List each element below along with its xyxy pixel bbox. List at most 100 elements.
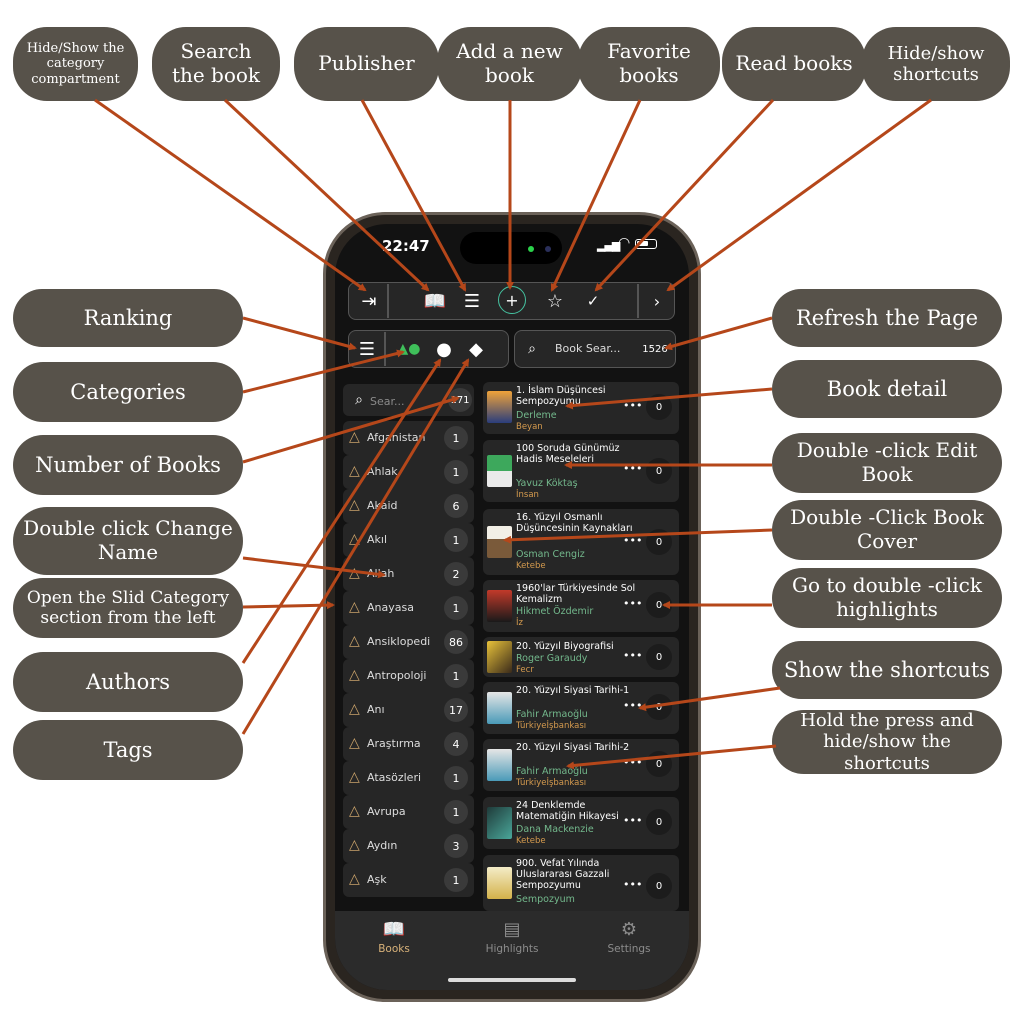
category-count: 1	[444, 868, 468, 892]
book-author: Hikmet Özdemir	[516, 606, 594, 617]
more-options-icon[interactable]: •••	[623, 649, 643, 662]
highlights-count-button[interactable]: 0	[646, 694, 672, 720]
highlights-count-button[interactable]: 0	[646, 751, 672, 777]
tab-settings[interactable]: ⚙ Settings	[589, 919, 669, 955]
categories-button[interactable]: ▲●	[397, 341, 421, 357]
callout-double-click-change-name: Double click Change Name	[13, 507, 243, 575]
category-name: Ansiklopedi	[367, 635, 431, 648]
read-books-button[interactable]: ✓	[586, 292, 600, 310]
more-options-icon[interactable]: •••	[623, 814, 643, 827]
book-publisher: Ketebe	[516, 836, 546, 846]
more-options-icon[interactable]: •••	[623, 699, 643, 712]
highlights-count-button[interactable]: 0	[646, 809, 672, 835]
more-options-icon[interactable]: •••	[623, 597, 643, 610]
callout-search-book: Search the book	[152, 27, 280, 101]
callout-number-of-books: Number of Books	[13, 435, 243, 495]
refresh-page-button[interactable]: 1526	[642, 343, 668, 355]
add-book-button[interactable]: +	[498, 286, 526, 314]
category-icon: △	[349, 701, 360, 717]
callout-open-slide-category: Open the Slid Category section from the …	[13, 578, 243, 638]
ranking-button[interactable]: ☰	[358, 338, 376, 360]
book-open-icon: 📖	[382, 919, 406, 940]
publisher-button[interactable]: ☰	[463, 290, 481, 312]
book-cover[interactable]	[487, 641, 512, 673]
category-name: Akıl	[367, 533, 388, 546]
book-row[interactable]: 900. Vefat Yılında Uluslararası Gazzali …	[483, 855, 679, 911]
category-icon: △	[349, 871, 360, 887]
book-cover[interactable]	[487, 590, 512, 622]
tab-highlights[interactable]: ▤ Highlights	[472, 919, 552, 955]
book-search-input[interactable]: Book Sear...	[555, 342, 621, 355]
category-count: 1	[444, 426, 468, 450]
favorite-books-button[interactable]: ☆	[546, 290, 564, 312]
book-cover[interactable]	[487, 455, 512, 487]
book-cover[interactable]	[487, 749, 512, 781]
callout-categories: Categories	[13, 362, 243, 422]
tab-highlights-label: Highlights	[485, 943, 539, 955]
more-options-icon[interactable]: •••	[623, 399, 643, 412]
category-icon: △	[349, 463, 360, 479]
category-name: Avrupa	[367, 805, 406, 818]
category-name: Araştırma	[367, 737, 421, 750]
book-publisher: Beyan	[516, 422, 543, 432]
toolbar-divider	[387, 284, 389, 318]
search-icon: ⌕	[528, 341, 536, 357]
category-name: Anayasa	[367, 601, 414, 614]
category-search-input[interactable]: Sear...	[370, 395, 405, 408]
category-name: Aydın	[367, 839, 398, 852]
tab-settings-label: Settings	[607, 943, 651, 955]
highlights-count-button[interactable]: 0	[646, 644, 672, 670]
more-options-icon[interactable]: •••	[623, 462, 643, 475]
book-title: 24 Denklemde Matematiğin Hikayesi	[516, 800, 619, 822]
search-icon: ⌕	[355, 392, 363, 408]
book-cover[interactable]	[487, 526, 512, 558]
signal-icon: ▂▄▆	[597, 239, 620, 252]
highlights-count-button[interactable]: 0	[646, 873, 672, 899]
more-options-icon[interactable]: •••	[623, 878, 643, 891]
sidebar-toggle-button[interactable]: ⇥	[361, 290, 377, 312]
book-search-bar[interactable]	[514, 330, 676, 368]
authors-button[interactable]: ●	[436, 338, 452, 360]
book-row[interactable]: 20. Yüzyıl Biyografisi Roger Garaudy Fec…	[483, 637, 679, 677]
book-cover[interactable]	[487, 391, 512, 423]
book-search-button[interactable]: 📖	[423, 290, 447, 312]
book-row[interactable]: 20. Yüzyıl Siyasi Tarihi-1 Fahir Armaoğl…	[483, 682, 679, 734]
book-cover[interactable]	[487, 807, 512, 839]
tags-button[interactable]: ◆	[469, 338, 483, 360]
book-row[interactable]: 1. İslam Düşüncesi Sempozyumu Derleme Be…	[483, 382, 679, 434]
book-row[interactable]: 24 Denklemde Matematiğin Hikayesi Dana M…	[483, 797, 679, 849]
book-row[interactable]: 1960'lar Türkiyesinde Sol Kemalizm Hikme…	[483, 580, 679, 632]
book-cover[interactable]	[487, 692, 512, 724]
more-options-icon[interactable]: •••	[623, 534, 643, 547]
book-row[interactable]: 100 Soruda Günümüz Hadis Meseleleri Yavu…	[483, 440, 679, 502]
more-options-icon[interactable]: •••	[623, 756, 643, 769]
book-cover[interactable]	[487, 867, 512, 899]
book-row[interactable]: 20. Yüzyıl Siyasi Tarihi-2 Fahir Armaoğl…	[483, 739, 679, 791]
highlights-count-button[interactable]: 0	[646, 458, 672, 484]
callout-authors: Authors	[13, 652, 243, 712]
tab-books[interactable]: 📖 Books	[354, 919, 434, 955]
highlights-count-button[interactable]: 0	[646, 529, 672, 555]
hide-show-shortcuts-button[interactable]: ›	[653, 291, 661, 311]
callout-hold-press: Hold the press and hide/show the shortcu…	[772, 710, 1002, 774]
gear-icon: ⚙	[620, 919, 638, 940]
category-count: 86	[444, 630, 468, 654]
highlights-count-button[interactable]: 0	[646, 592, 672, 618]
book-row[interactable]: 16. Yüzyıl Osmanlı Düşüncesinin Kaynakla…	[483, 509, 679, 575]
callout-refresh-page: Refresh the Page	[772, 289, 1002, 347]
highlights-count-button[interactable]: 0	[646, 394, 672, 420]
